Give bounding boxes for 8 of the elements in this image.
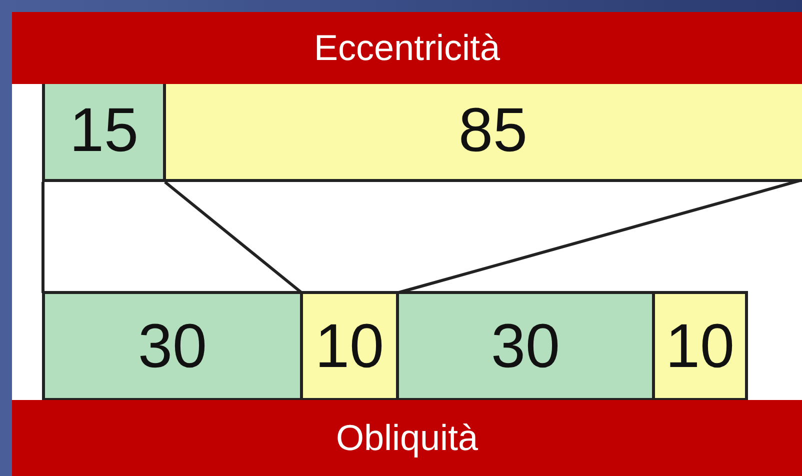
caption-banner: Obliquità [12, 400, 802, 476]
segment-bar: 10 [652, 291, 748, 400]
segment-bar: 30 [396, 291, 655, 400]
title-banner: Eccentricità [12, 12, 802, 84]
segment-bar: 30 [42, 291, 303, 400]
segment-bar: 10 [300, 291, 399, 400]
segment-bar: 85 [163, 84, 802, 182]
segment-bar: 15 [42, 84, 166, 182]
